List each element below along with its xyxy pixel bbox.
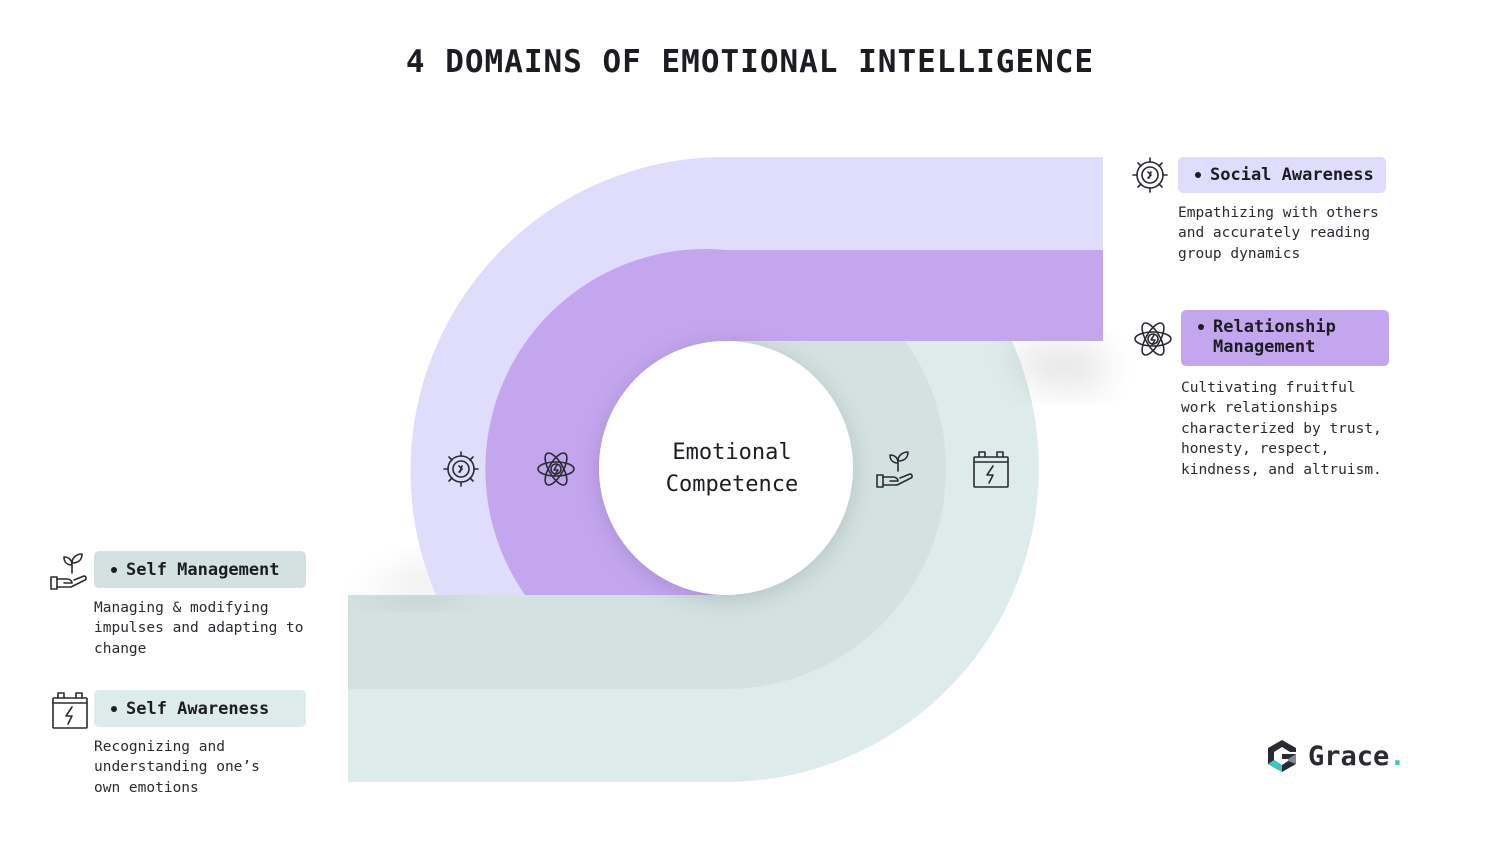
relationship-management-label-line1: Relationship [1213,317,1336,337]
center-circle [599,341,853,595]
relationship-management-band [485,249,1104,595]
center-label-line2: Competence [665,472,799,497]
relationship-management-description: Cultivating fruitful work relationships … [1181,380,1382,478]
social-awareness-label: Social Awareness [1178,157,1386,193]
self-awareness-description: Recognizing and understanding one’s own … [94,739,260,796]
brand-name: Grace [1308,740,1390,772]
relationship-management-label: Relationship Management [1181,310,1389,366]
grace-logo: Grace. [1266,738,1406,774]
atom-icon [534,447,578,491]
atom-icon [1131,317,1175,361]
shadow-top-right [1010,345,1103,390]
hand-plant-icon [874,447,918,491]
diagram-title: 4 DOMAINS OF EMOTIONAL INTELLIGENCE [405,44,1095,80]
social-awareness-description: Empathizing with others and accurately r… [1178,205,1379,262]
self-management-band [348,341,947,690]
relationship-management-label-line2: Management [1213,337,1316,357]
self-management-description: Managing & modifying impulses and adapti… [94,600,304,657]
self-awareness-label: Self Awareness [94,690,306,727]
battery-bolt-icon [48,688,92,732]
grace-logo-mark [1268,740,1296,772]
gear-network-icon [1128,153,1172,197]
brand-dot: . [1389,740,1406,772]
battery-bolt-icon [969,447,1013,491]
gear-network-icon [439,447,483,491]
hand-plant-icon [48,549,92,593]
center-label: Emotional Competence [598,437,866,501]
center-label-line1: Emotional [672,440,792,465]
self-management-label: Self Management [94,551,306,588]
